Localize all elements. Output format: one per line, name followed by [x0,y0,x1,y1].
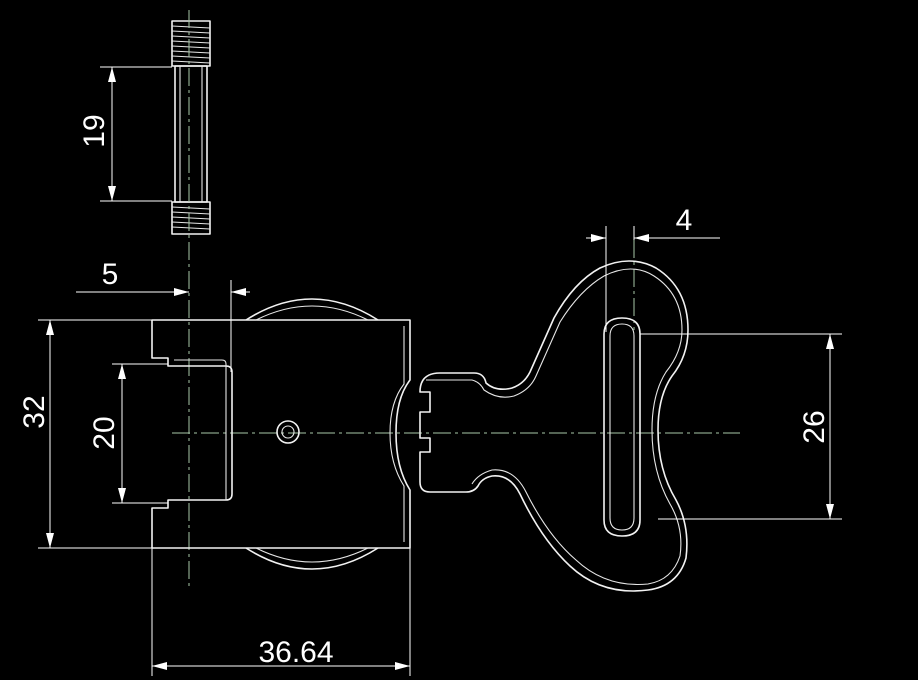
threaded-stud [171,20,211,235]
dimension-label-hook-height: 26 [798,410,831,443]
dimension-label-buckle-width: 36.64 [258,636,333,669]
hook-slot [603,317,641,537]
dimension-buckle-height [38,319,152,549]
dimension-stud-length [100,66,172,202]
stud-thread-top-lines [171,25,211,64]
top-roller [245,298,379,321]
stud-thread-bottom-lines [171,206,211,230]
dimension-label-stud-offset: 5 [102,258,119,291]
dimension-stud-offset [76,280,250,372]
bottom-roller [245,547,379,570]
buckle-body [151,298,411,570]
dimension-label-buckle-height: 32 [18,395,51,428]
dimension-hook-slot-width [586,226,720,332]
dimension-label-stud-length: 19 [78,114,111,147]
stud-thread-bottom [171,201,211,235]
dimension-hook-height [640,333,842,520]
dimension-label-slot-height: 20 [88,416,121,449]
hook-connector [419,260,689,592]
hook-part [419,260,689,592]
rivet-hole [276,420,300,444]
dimension-slot-height [112,363,168,504]
dimension-buckle-width [151,548,411,676]
buckle-outline [151,319,411,549]
dimension-label-hook-slot-width: 4 [676,204,693,237]
